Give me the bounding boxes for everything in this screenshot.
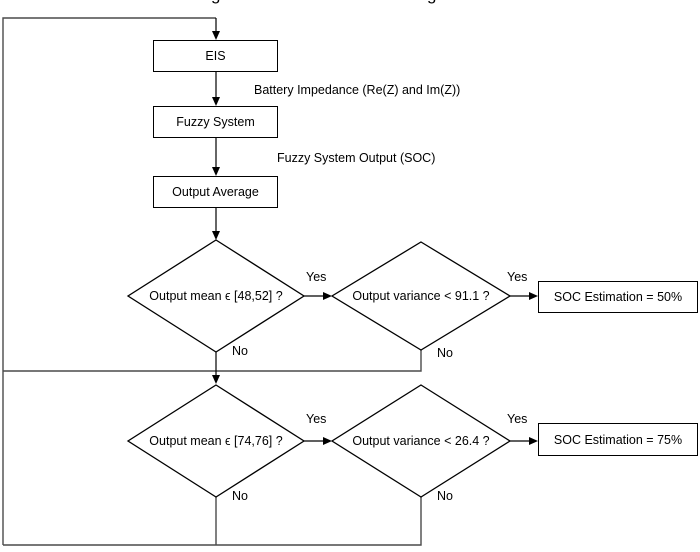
decision-text-variance-91-1: Output variance < 91.1 ? [352,289,490,303]
feedback-no-line-row2 [3,497,422,546]
arrowhead-down-icon [212,167,220,176]
flow-label-battery-impedance: Battery Impedance (Re(Z) and Im(Z)) [254,83,461,97]
decision-diamond-mean-48-52 [126,239,306,353]
result-box-soc-75: SOC Estimation = 75% [538,423,698,456]
cropped-caption-fragment: g [427,0,441,8]
arrowhead-right-icon [323,292,332,300]
result-box-label: SOC Estimation = 50% [553,290,683,304]
branch-label-yes: Yes [507,412,528,426]
caption-glyph: g [211,0,225,5]
branch-label-yes: Yes [306,270,327,284]
process-box-label: EIS [205,49,226,63]
arrowhead-right-icon [323,437,332,445]
arrowhead-down-icon [212,231,220,240]
result-box-label: SOC Estimation = 75% [553,432,683,447]
arrowhead-down-icon [212,375,220,384]
branch-label-no: No [232,489,248,503]
flow-label-fuzzy-system-output: Fuzzy System Output (SOC) [277,151,436,165]
branch-label-yes: Yes [306,412,327,426]
decision-text-mean-48-52: Output mean ϵ [48,52] ? [149,289,283,303]
arrowhead-down-icon [212,97,220,106]
process-box-eis: EIS [153,40,278,72]
result-box-soc-50: SOC Estimation = 50% [538,281,698,313]
process-box-label: Output Average [172,185,259,199]
branch-label-yes: Yes [507,270,528,284]
feedback-loop-left-top-line [2,17,216,545]
decision-diamond-variance-91-1 [330,241,512,351]
process-box-fuzzy-system: Fuzzy System [153,106,278,138]
decision-diamond-mean-74-76 [126,384,306,498]
branch-label-no: No [437,489,453,503]
arrowhead-down-icon [212,31,220,40]
arrowhead-right-icon [529,437,538,445]
decision-diamond-variance-26-4 [330,384,512,498]
branch-label-no: No [232,344,248,358]
feedback-no-line-row1 [3,350,422,372]
caption-glyph: g [427,0,441,5]
process-box-label: Fuzzy System [176,115,255,129]
cropped-caption-fragment: g [211,0,225,8]
arrowhead-right-icon [529,292,538,300]
process-box-output-average: Output Average [153,176,278,208]
decision-text-variance-26-4: Output variance < 26.4 ? [352,434,490,448]
decision-text-mean-74-76: Output mean ϵ [74,76] ? [149,434,283,448]
branch-label-no: No [437,346,453,360]
